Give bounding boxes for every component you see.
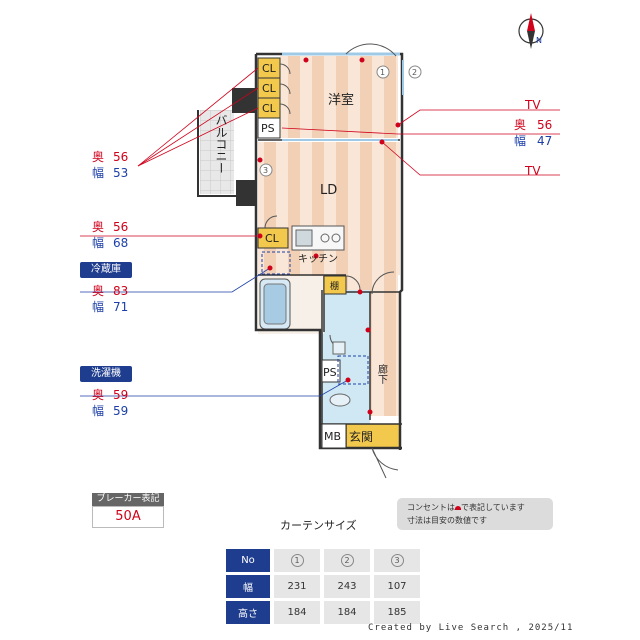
curtain-no-1: 1	[290, 554, 304, 567]
window-mark-2: 2	[412, 68, 417, 77]
tv-depth-value: 56	[537, 118, 553, 132]
corridor-floor	[370, 292, 400, 416]
closet-label-3: CL	[262, 102, 277, 115]
room-kitchen: キッチン	[298, 253, 338, 265]
curtain-height-3: 185	[374, 601, 420, 624]
fridge-depth-label: 奥	[92, 284, 105, 298]
breaker-value: 50A	[92, 506, 164, 528]
outlet-markers	[257, 57, 401, 415]
room-shelf: 棚	[330, 280, 339, 292]
outlet-note: コンセントはで表記しています 寸法は目安の数値です	[397, 498, 553, 530]
curtain-header-width: 幅	[226, 575, 270, 598]
note-line1-post: で表記しています	[461, 503, 525, 512]
fridge-tag: 冷蔵庫	[80, 262, 132, 278]
balcony-floor	[200, 110, 234, 194]
tv-depth-label: 奥	[514, 118, 527, 132]
tv-width-value: 47	[537, 134, 553, 148]
curtain-no-3: 3	[390, 554, 404, 567]
curtain-header-no: No	[226, 549, 270, 572]
mb-label: MB	[324, 430, 341, 443]
fridge-width-value: 71	[113, 300, 129, 314]
closet-label-1: CL	[262, 62, 277, 75]
curtain-header-height: 高さ	[226, 601, 270, 624]
entrance-floor	[346, 424, 400, 448]
outlet-icon	[455, 505, 461, 510]
room-entrance: 玄関	[349, 429, 373, 444]
curtain-height-1: 184	[274, 601, 320, 624]
room-western: 洋室	[328, 92, 354, 108]
room-ld: LD	[320, 183, 337, 198]
curtain-no-2: 2	[340, 554, 354, 567]
room-corridor: 廊下	[376, 363, 388, 385]
closet-label-2: CL	[262, 82, 277, 95]
closet-depth-label: 奥	[92, 220, 105, 234]
closet-depth-value: 56	[113, 220, 129, 234]
window-mark-3: 3	[263, 166, 268, 175]
closet-label-4: CL	[265, 232, 280, 245]
washer-depth-label: 奥	[92, 388, 105, 402]
closet-width-value: 68	[113, 236, 129, 250]
curtain-width-3: 107	[374, 575, 420, 598]
fridge-width-label: 幅	[92, 300, 105, 314]
tv-label-1: TV	[525, 98, 541, 112]
balcony-width-label: 幅	[92, 166, 105, 180]
washer-depth-value: 59	[113, 388, 129, 402]
balcony-depth-label: 奥	[92, 150, 105, 164]
compass-label: N	[536, 36, 542, 45]
compass-icon: N	[518, 13, 544, 49]
fridge-depth-value: 83	[113, 284, 129, 298]
washer-width-value: 59	[113, 404, 129, 418]
window-mark-1: 1	[380, 68, 385, 77]
footer-credit: Created by Live Search , 2025/11	[368, 623, 574, 633]
tv-label-2: TV	[525, 164, 541, 178]
balcony-depth-value: 56	[113, 150, 129, 164]
ps-label-2: PS	[323, 366, 337, 379]
curtain-height-2: 184	[324, 601, 370, 624]
curtain-table: No 1 2 3 幅 231 243 107 高さ 184 184 185	[222, 546, 424, 627]
ps-label-1: PS	[261, 122, 275, 135]
breaker-label: ブレーカー表記	[92, 493, 164, 506]
note-line2: 寸法は目安の数値です	[407, 516, 487, 525]
curtain-width-2: 243	[324, 575, 370, 598]
note-line1-pre: コンセントは	[407, 503, 455, 512]
closet-width-label: 幅	[92, 236, 105, 250]
curtain-title: カーテンサイズ	[280, 519, 357, 532]
balcony-width-value: 53	[113, 166, 129, 180]
washer-tag: 洗濯機	[80, 366, 132, 382]
tv-width-label: 幅	[514, 134, 527, 148]
curtain-width-1: 231	[274, 575, 320, 598]
room-balcony: バルコニー	[214, 114, 228, 174]
washer-width-label: 幅	[92, 404, 105, 418]
